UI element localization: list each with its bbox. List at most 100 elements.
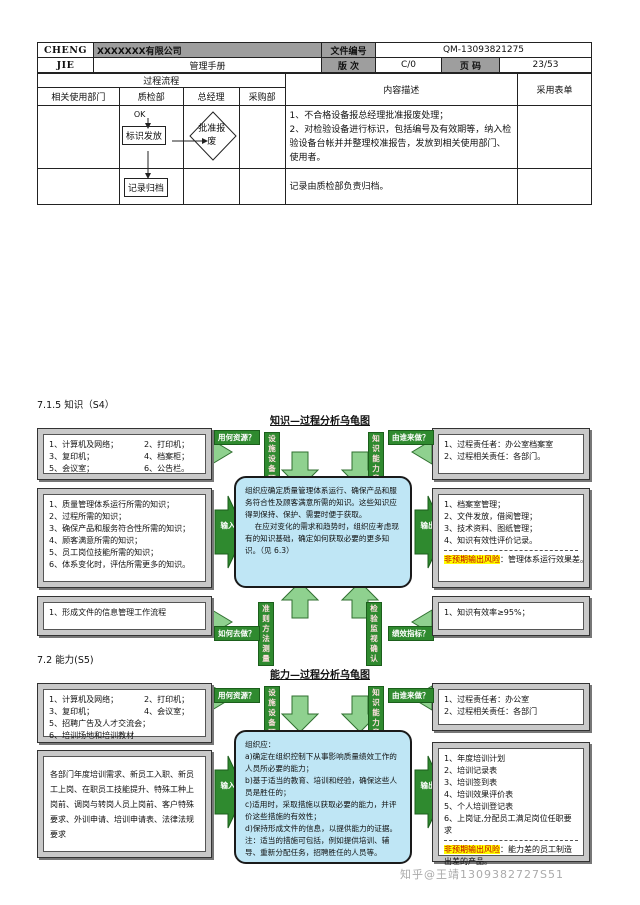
page-label: 页 码	[441, 57, 500, 73]
s2-risk-line: 非预期输出风险：能力差的员工制造出差的产品。	[444, 844, 578, 868]
s2-owners-list: 1、过程责任者：办公室 2、过程相关责任：各部门	[438, 689, 584, 725]
row2-desc: 记录由质检部负责归档。	[284, 168, 519, 205]
s1-res-5: 5、会议室；	[49, 464, 95, 473]
brand-line2: JIE	[37, 57, 94, 73]
s1-output-4: 4、知识有效性评价记录。	[444, 536, 538, 545]
s1-core-text: 组织应确定质量管理体系运行、确保产品和服务符合性及顾客满意所需的知识。这些知识应…	[234, 476, 412, 588]
s1-res-4: 4、档案柜；	[144, 452, 190, 461]
approve-diamond	[189, 111, 237, 161]
s2-output-list: 1、年度培训计划 2、培训记录表 3、培训签到表 4、培训效果评价表 5、个人培…	[438, 748, 584, 866]
s1-tag-check: 检验监视确认	[366, 602, 382, 666]
s1-owners-box: 1、过程责任者：办公室档案室 2、过程相关责任：各部门。	[432, 428, 590, 480]
s1-tag-output: 输出	[420, 521, 436, 530]
s1-output-divider	[444, 550, 578, 551]
section2-heading: 7.2 能力(S5)	[37, 655, 94, 666]
flow-box-mark: 标识发放	[121, 126, 166, 145]
ok-label: OK	[133, 110, 146, 119]
s1-output-1: 1、档案室管理；	[444, 500, 506, 509]
lane-purchase-r1	[238, 105, 286, 169]
s2-output-4: 4、培训效果评价表	[444, 790, 514, 799]
file-no-label: 文件编号	[321, 42, 376, 58]
s2-core-2: a)确定在组织控制下从事影响质量绩效工作的人员所必要的能力；	[245, 752, 397, 773]
s2-tag-output: 输出	[420, 781, 436, 790]
s1-risk-line: 非预期输出风险：管理体系运行效果差。	[444, 554, 588, 566]
s2-input-text: 各部门年度培训需求、新员工入职、新员工上岗、在职员工技能提升、特殊工种上岗前、调…	[43, 756, 206, 852]
s2-resources-box: 1、计算机及网络； 2、打印机； 3、复印机； 4、会议室； 5、招聘广告及人才…	[37, 683, 212, 743]
s2-core-box: 组织应： a)确定在组织控制下从事影响质量绩效工作的人员所必要的能力； b)基于…	[234, 730, 412, 864]
row2-forms	[517, 168, 592, 205]
s1-input-list: 1、质量管理体系运行所需的知识； 2、过程所需的知识； 3、确保产品和服务符合性…	[43, 494, 206, 582]
s1-methods-box: 1、形成文件的信息管理工作流程	[37, 596, 212, 636]
s2-owner-1: 1、过程责任者：办公室	[444, 695, 530, 704]
s1-input-6: 6、体系变化时，评估所需更多的知识。	[49, 560, 191, 569]
s1-output-box: 1、档案室管理； 2、文件发放，借阅管理； 3、技术资料、图纸管理； 4、知识有…	[432, 488, 590, 588]
s2-res-5: 5、招聘广告及人才交流会；	[49, 719, 151, 728]
s1-indicators-box: 1、知识有效率≥95%；	[432, 596, 590, 636]
company-name: XXXXXXX有限公司	[93, 42, 322, 58]
process-flow-arrows	[145, 118, 208, 179]
s1-tag-with-what: 用何资源？	[214, 430, 260, 445]
s1-tag-perf: 绩效指标？	[388, 626, 434, 641]
s2-res-4: 4、会议室；	[144, 707, 190, 716]
s1-resources-box: 1、计算机及网络； 2、打印机； 3、复印机； 4、档案柜； 5、会议室； 6、…	[37, 428, 212, 480]
approve-label: 批准报废	[198, 124, 226, 147]
row1-forms	[517, 105, 592, 169]
s2-res-2: 2、打印机；	[144, 695, 190, 704]
s2-core-3: b)基于适当的教育、培训和经验，确保这些人员是胜任的；	[245, 776, 398, 797]
lane-qc-r2: 记录归档	[118, 168, 184, 205]
s1-risk-label: 非预期输出风险	[444, 555, 500, 564]
lane-gm-r2	[182, 168, 240, 205]
row1-desc-line2: 2、对检验设备进行标识，包括编号及有效期等，纳入检验设备台帐并并整理校准报告，发…	[289, 125, 512, 163]
s1-risk-text: ：管理体系运行效果差。	[500, 555, 588, 564]
s1-res-3: 3、复印机；	[49, 452, 95, 461]
s1-tag-who: 由谁来做？	[388, 430, 434, 445]
row1-desc: 1、不合格设备报总经理批准报废处理； 2、对检验设备进行标识，包括编号及有效期等…	[284, 105, 519, 169]
manual-name: 管理手册	[93, 57, 322, 73]
s2-core-6: 注：适当的措施可包括，例如提供培训、辅导、重新分配任务，招聘胜任的人员等。	[245, 836, 390, 857]
s2-output-1: 1、年度培训计划	[444, 754, 506, 763]
s1-res-1: 1、计算机及网络；	[49, 440, 119, 449]
s2-output-3: 3、培训签到表	[444, 778, 498, 787]
s1-owners-list: 1、过程责任者：办公室档案室 2、过程相关责任：各部门。	[438, 434, 584, 474]
s2-tag-who: 由谁来做？	[388, 688, 434, 703]
s2-output-6: 6、上岗证,分配员工满足岗位任职要求	[444, 814, 572, 835]
section2-title: 能力—过程分析乌龟图	[270, 670, 370, 681]
s1-output-3: 3、技术资料、图纸管理；	[444, 524, 538, 533]
s1-input-3: 3、确保产品和服务符合性所需的知识；	[49, 524, 191, 533]
s1-tag-criteria: 准则方法测量	[258, 602, 274, 666]
s1-indicators-list: 1、知识有效率≥95%；	[438, 602, 584, 630]
lane-purchase-r2	[238, 168, 286, 205]
s2-tag-with-what: 用何资源？	[214, 688, 260, 703]
section1-title: 知识—过程分析乌龟图	[270, 416, 370, 427]
method-up-arrow	[280, 581, 320, 619]
document-header: CHENG XXXXXXX有限公司 文件编号 QM-13093821275 JI…	[37, 42, 592, 73]
lane-dept-r1	[37, 105, 120, 169]
s2-output-2: 2、培训记录表	[444, 766, 498, 775]
page-value: 23/53	[499, 57, 592, 73]
s1-method-1: 1、形成文件的信息管理工作流程	[49, 608, 167, 617]
lane-qc-r1: OK 标识发放	[118, 105, 184, 169]
res-arrow-left	[211, 439, 233, 465]
s2-res-6: 6、培训场地和培训教材	[49, 731, 135, 740]
s1-input-5: 5、员工岗位技能所需的知识；	[49, 548, 159, 557]
s1-res-6: 6、公告栏。	[144, 464, 190, 473]
s2-res-1: 1、计算机及网络；	[49, 695, 119, 704]
s2-risk-label: 非预期输出风险	[444, 845, 500, 854]
section1-heading: 7.1.5 知识（S4）	[37, 400, 115, 411]
s1-output-2: 2、文件发放，借阅管理；	[444, 512, 538, 521]
s2-owner-2: 2、过程相关责任：各部门	[444, 707, 538, 716]
version-label: 版 次	[321, 57, 376, 73]
s2-tag-input: 输入	[220, 781, 236, 790]
form-header: 采用表单	[517, 73, 592, 106]
s1-owner-2: 2、过程相关责任：各部门。	[444, 452, 546, 461]
s1-tag-how: 如何去做？	[214, 626, 260, 641]
watermark: 知乎@王靖1309382727S51	[400, 868, 564, 881]
s2-core-5: d)保持形成文件的信息，以提供能力的证据。	[245, 824, 398, 833]
s2-core-4: c)适用时，采取措施以获取必要的能力，并评价这些措施的有效性；	[245, 800, 397, 821]
s2-resources-list: 1、计算机及网络； 2、打印机； 3、复印机； 4、会议室； 5、招聘广告及人才…	[43, 689, 206, 740]
s2-owners-box: 1、过程责任者：办公室 2、过程相关责任：各部门	[432, 683, 590, 731]
lane-gm-r1: 批准报废	[182, 105, 240, 169]
s1-res-2: 2、打印机；	[144, 440, 190, 449]
s1-input-1: 1、质量管理体系运行所需的知识；	[49, 500, 175, 509]
s1-resources-list: 1、计算机及网络； 2、打印机； 3、复印机； 4、档案柜； 5、会议室； 6、…	[43, 434, 206, 474]
